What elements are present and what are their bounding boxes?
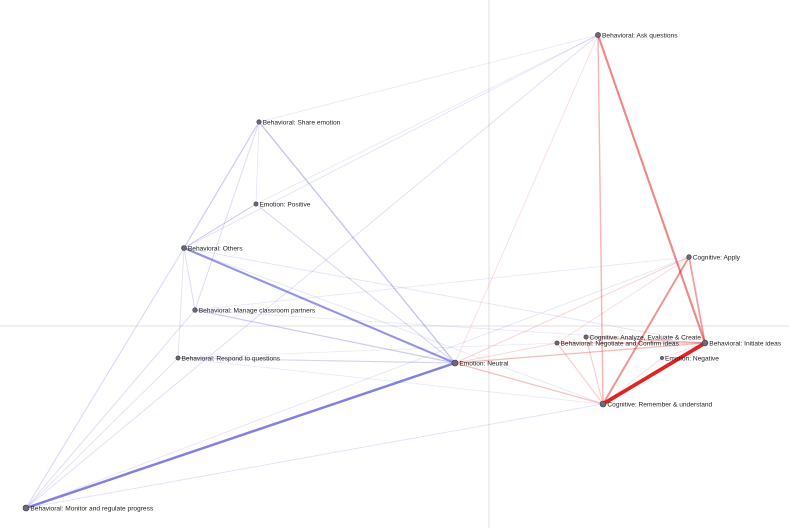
edge-monitor-ask bbox=[25, 34, 599, 509]
edge-analyze-initiate bbox=[585, 336, 706, 344]
edge-neutral-others bbox=[182, 246, 457, 365]
node-label: Cognitive: Analyze, Evaluate & Create bbox=[590, 334, 702, 341]
edge-neutral-respond bbox=[177, 357, 456, 364]
edge-share-ask bbox=[258, 34, 599, 123]
node-label: Behavioral: Share emotion bbox=[263, 119, 341, 126]
node-label: Emotion: Neutral bbox=[459, 360, 509, 367]
node-label: Behavioral: Initiate ideas bbox=[709, 340, 782, 347]
node-analyze: Cognitive: Analyze, Evaluate & Create bbox=[583, 334, 702, 341]
edge-respond-negotiate bbox=[177, 342, 558, 359]
node-marker bbox=[660, 356, 664, 360]
node-marker bbox=[583, 334, 589, 340]
node-neutral: Emotion: Neutral bbox=[451, 359, 509, 367]
edge-others-initiate bbox=[183, 247, 706, 344]
node-label: Emotion: Negative bbox=[665, 355, 719, 362]
node-label: Behavioral: Ask questions bbox=[602, 32, 678, 39]
node-negotiate: Behavioral: Negotiate and Confirm ideas bbox=[554, 340, 680, 347]
node-marker bbox=[701, 339, 709, 347]
edge-respond-others bbox=[177, 247, 185, 359]
edge-ask-initiate bbox=[596, 33, 707, 345]
node-marker bbox=[256, 119, 262, 125]
node-marker bbox=[175, 355, 181, 361]
edge-pos-others bbox=[183, 203, 257, 249]
edge-apply-remember bbox=[602, 256, 690, 405]
node-label: Behavioral: Others bbox=[188, 245, 243, 252]
node-respond: Behavioral: Respond to questions bbox=[175, 355, 281, 362]
edge-analyze-remember bbox=[585, 336, 604, 405]
node-label: Cognitive: Apply bbox=[693, 254, 741, 261]
edge-share-others bbox=[183, 121, 260, 249]
edge-neutral-remember bbox=[454, 362, 604, 405]
node-marker bbox=[181, 245, 187, 251]
edge-ask-remember bbox=[597, 34, 604, 405]
edge-others-manage bbox=[183, 247, 196, 311]
node-label: Behavioral: Respond to questions bbox=[182, 355, 281, 362]
node-label: Emotion: Positive bbox=[260, 201, 311, 208]
node-marker bbox=[253, 201, 259, 207]
edge-manage-monitor bbox=[25, 309, 196, 509]
node-initiate: Behavioral: Initiate ideas bbox=[701, 339, 782, 347]
edge-others-pos bbox=[183, 203, 257, 249]
node-marker bbox=[686, 254, 692, 260]
edge-neutral-initiate bbox=[454, 342, 706, 364]
edge-neutral-manage bbox=[194, 309, 456, 364]
edge-initiate-neg bbox=[661, 342, 706, 359]
node-pos: Emotion: Positive bbox=[253, 201, 311, 208]
edge-neutral-apply bbox=[454, 256, 690, 364]
node-label: Cognitive: Remember & understand bbox=[607, 401, 712, 408]
node-marker bbox=[554, 340, 560, 346]
node-manage: Behavioral: Manage classroom partners bbox=[192, 307, 316, 314]
edge-neutral-negotiate bbox=[454, 342, 558, 364]
edges-group-a bbox=[24, 34, 706, 510]
edge-neutral-share bbox=[258, 121, 456, 364]
edge-neutral-monitor bbox=[24, 361, 457, 510]
edge-neutral-ask bbox=[454, 34, 599, 364]
edge-apply-initiate bbox=[688, 256, 706, 344]
node-label: Behavioral: Manage classroom partners bbox=[199, 307, 316, 314]
edge-negotiate-remember bbox=[556, 342, 604, 405]
node-share: Behavioral: Share emotion bbox=[256, 119, 341, 126]
node-marker bbox=[22, 504, 30, 512]
edge-monitor-apply bbox=[25, 256, 690, 509]
edge-others-remember bbox=[183, 247, 604, 405]
edge-initiate-remember bbox=[601, 341, 707, 406]
edge-share-manage bbox=[194, 121, 260, 311]
edge-pos-ask bbox=[255, 34, 599, 205]
edge-neutral-pos bbox=[255, 203, 456, 364]
edges-group-b bbox=[454, 33, 707, 406]
node-marker bbox=[599, 400, 607, 408]
edge-others-ask bbox=[183, 34, 599, 249]
node-others: Behavioral: Others bbox=[181, 245, 243, 252]
node-monitor: Behavioral: Monitor and regulate progres… bbox=[22, 504, 154, 512]
edge-remember-neg bbox=[602, 357, 663, 405]
node-label: Behavioral: Negotiate and Confirm ideas bbox=[561, 340, 680, 347]
edge-manage-apply bbox=[194, 256, 690, 311]
edge-manage-initiate bbox=[194, 309, 706, 344]
node-marker bbox=[595, 32, 601, 38]
edge-monitor-remember bbox=[25, 403, 604, 509]
node-apply: Cognitive: Apply bbox=[686, 254, 741, 261]
node-label: Behavioral: Monitor and regulate progres… bbox=[30, 505, 153, 512]
node-remember: Cognitive: Remember & understand bbox=[599, 400, 713, 408]
edge-others-monitor bbox=[25, 247, 185, 509]
edge-share-pos bbox=[255, 121, 260, 205]
node-neg: Emotion: Negative bbox=[660, 355, 719, 362]
edge-respond-remember bbox=[177, 357, 604, 405]
node-marker bbox=[451, 359, 459, 367]
node-marker bbox=[192, 307, 198, 313]
edge-respond-monitor bbox=[25, 357, 179, 509]
node-ask: Behavioral: Ask questions bbox=[595, 32, 678, 39]
edge-apply-negotiate bbox=[556, 256, 690, 344]
